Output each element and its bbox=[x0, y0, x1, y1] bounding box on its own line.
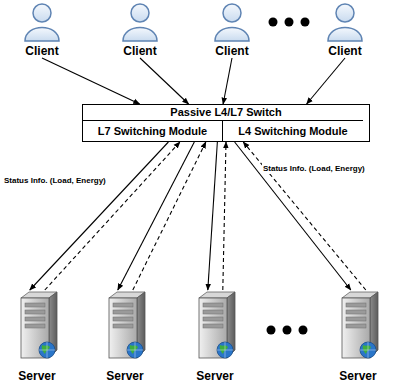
person-icon bbox=[215, 4, 249, 41]
client-node: Client bbox=[320, 1, 370, 58]
person-icon bbox=[25, 4, 59, 41]
connector-arrow bbox=[307, 58, 345, 104]
connectors bbox=[30, 58, 366, 290]
status-arrow bbox=[243, 142, 366, 290]
node-label: Server bbox=[196, 369, 233, 383]
server-icon bbox=[21, 292, 57, 358]
status-arrow bbox=[45, 142, 180, 290]
connector-arrow bbox=[208, 142, 218, 290]
person-icon bbox=[123, 4, 157, 41]
server-node: Server bbox=[7, 290, 67, 383]
status-arrow bbox=[223, 142, 226, 290]
connector-arrow bbox=[223, 58, 232, 104]
person-icon bbox=[328, 4, 362, 41]
server-icon bbox=[342, 292, 378, 358]
client-node: Client bbox=[17, 1, 67, 58]
server-icons bbox=[21, 292, 378, 358]
connector-arrow bbox=[42, 58, 140, 104]
connector-arrow bbox=[118, 142, 195, 290]
module-box: L7 Switching Module bbox=[83, 120, 223, 141]
client-node: Client bbox=[207, 1, 257, 58]
node-label: Server bbox=[18, 369, 55, 383]
server-node: Server bbox=[95, 290, 155, 383]
connector-arrow bbox=[30, 142, 169, 290]
server-icon bbox=[109, 292, 145, 358]
node-label: L7 Switching Module bbox=[98, 125, 207, 137]
server-icon bbox=[199, 292, 235, 358]
switch-box: Passive L4/L7 Switch L7 Switching Module L… bbox=[82, 104, 370, 142]
server-node: Server bbox=[328, 290, 388, 383]
status-arrow bbox=[133, 142, 206, 290]
connector-arrow bbox=[140, 58, 189, 104]
server-node: Server bbox=[185, 290, 245, 383]
module-box: L4 Switching Module bbox=[223, 120, 363, 141]
node-label: Client bbox=[25, 44, 58, 58]
node-label: Passive L4/L7 Switch bbox=[83, 105, 369, 120]
node-label: Client bbox=[328, 44, 361, 58]
client-node: Client bbox=[115, 1, 165, 58]
node-label: Client bbox=[123, 44, 156, 58]
node-label: L4 Switching Module bbox=[238, 125, 347, 137]
node-label: Client bbox=[215, 44, 248, 58]
edge-label: Status Info. (Load, Energy) bbox=[3, 176, 107, 186]
ellipsis-dots bbox=[267, 18, 310, 335]
node-label: Server bbox=[106, 369, 143, 383]
client-icons bbox=[25, 4, 362, 41]
node-label: Server bbox=[339, 369, 376, 383]
edge-label: Status Info. (Load, Energy) bbox=[262, 164, 366, 174]
